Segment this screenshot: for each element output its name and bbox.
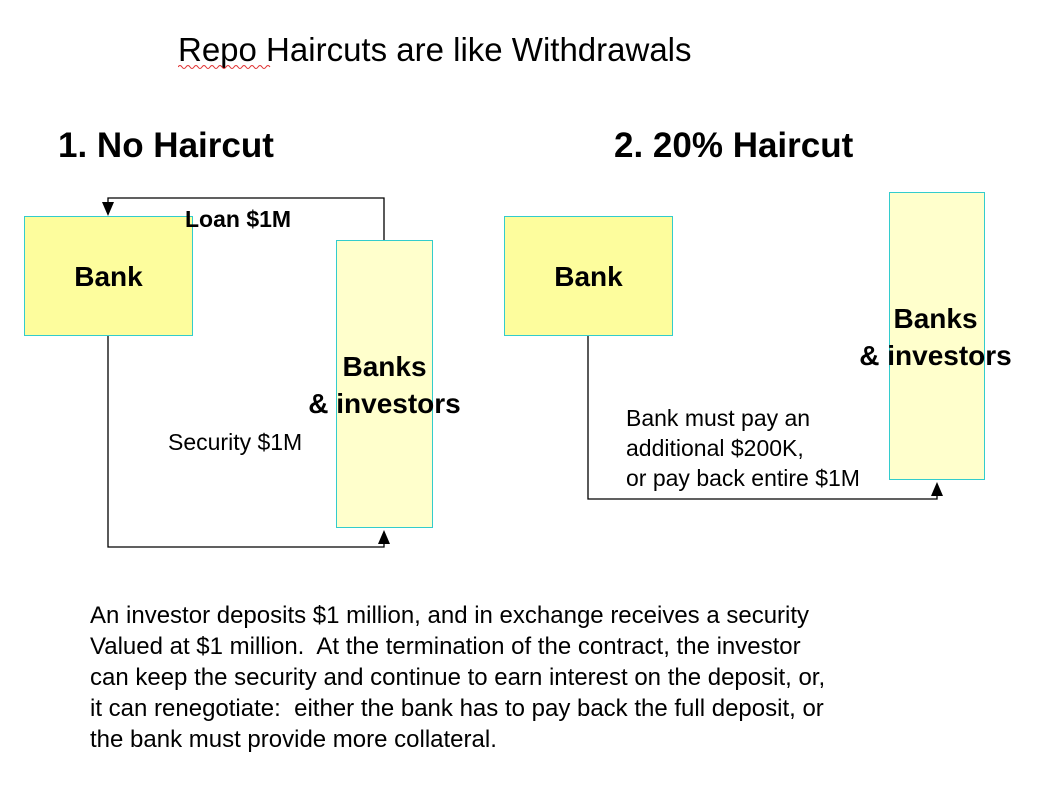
- panel1-bank-box: Bank: [24, 216, 193, 336]
- security-label: Security $1M: [168, 429, 303, 455]
- panel2-investors-label: Banks & investors: [859, 303, 1012, 371]
- payment-label: Bank must pay an additional $200K, or pa…: [626, 405, 860, 491]
- panel1-investors-label: Banks & investors: [308, 351, 461, 419]
- panel2-investors-box: [889, 192, 985, 480]
- panel2-heading: 2. 20% Haircut: [614, 126, 854, 165]
- loan-label: Loan $1M: [185, 206, 292, 232]
- panel2-bank-box: Bank: [504, 216, 673, 336]
- panel1-investors-box: [336, 240, 433, 528]
- panel1-bank-label: Bank: [74, 260, 143, 292]
- slide-title: Repo Haircuts are like Withdrawals: [178, 31, 692, 68]
- spellcheck-underline: [178, 65, 271, 69]
- panel1-heading: 1. No Haircut: [58, 126, 274, 165]
- explanation-text: An investor deposits $1 million, and in …: [90, 602, 826, 753]
- panel2-bank-label: Bank: [554, 260, 623, 292]
